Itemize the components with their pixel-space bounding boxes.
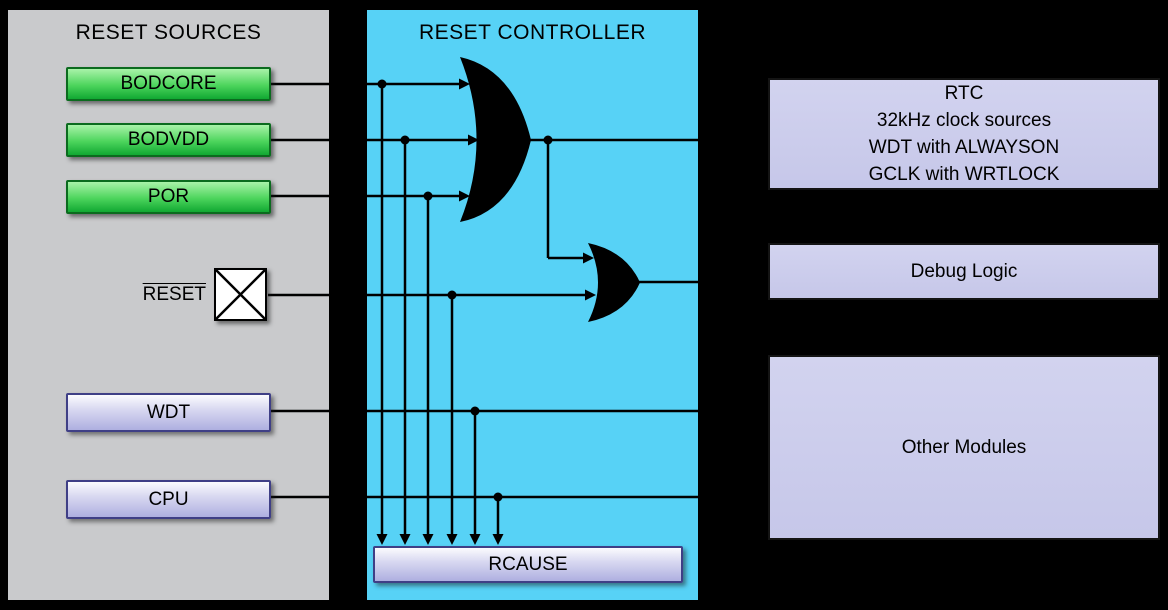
reset-controller-panel: RESET CONTROLLER [365,8,700,602]
reset-sources-title: RESET SOURCES [75,21,262,44]
module-box-wdt: WDT [66,393,271,432]
always-on-domain-box: RTC 32kHz clock sources WDT with ALWAYSO… [768,78,1160,190]
reset-controller-title: RESET CONTROLLER [419,21,646,44]
right-box-line: Other Modules [901,437,1027,458]
right-box-line: Debug Logic [910,261,1018,282]
right-box-line: RTC [944,83,984,104]
reset-pin-label: RESET [142,284,206,305]
rcause-label: RCAUSE [488,553,568,575]
module-box-cpu: CPU [66,480,271,519]
source-label: POR [147,186,190,207]
module-label: CPU [148,488,189,510]
source-label: BODVDD [127,129,210,150]
right-box-line: WDT with ALWAYSON [868,137,1060,158]
debug-logic-box: Debug Logic [768,243,1160,300]
source-box-bodvdd: BODVDD [66,123,271,157]
other-modules-box: Other Modules [768,355,1160,540]
right-box-line: 32kHz clock sources [876,110,1052,131]
module-label: WDT [146,401,191,423]
source-box-por: POR [66,180,271,214]
reset-pad-icon [214,268,267,321]
right-box-line: GCLK with WRTLOCK [868,164,1060,185]
source-box-bodcore: BODCORE [66,67,271,101]
source-label: BODCORE [120,73,217,94]
rcause-register-box: RCAUSE [373,546,683,583]
